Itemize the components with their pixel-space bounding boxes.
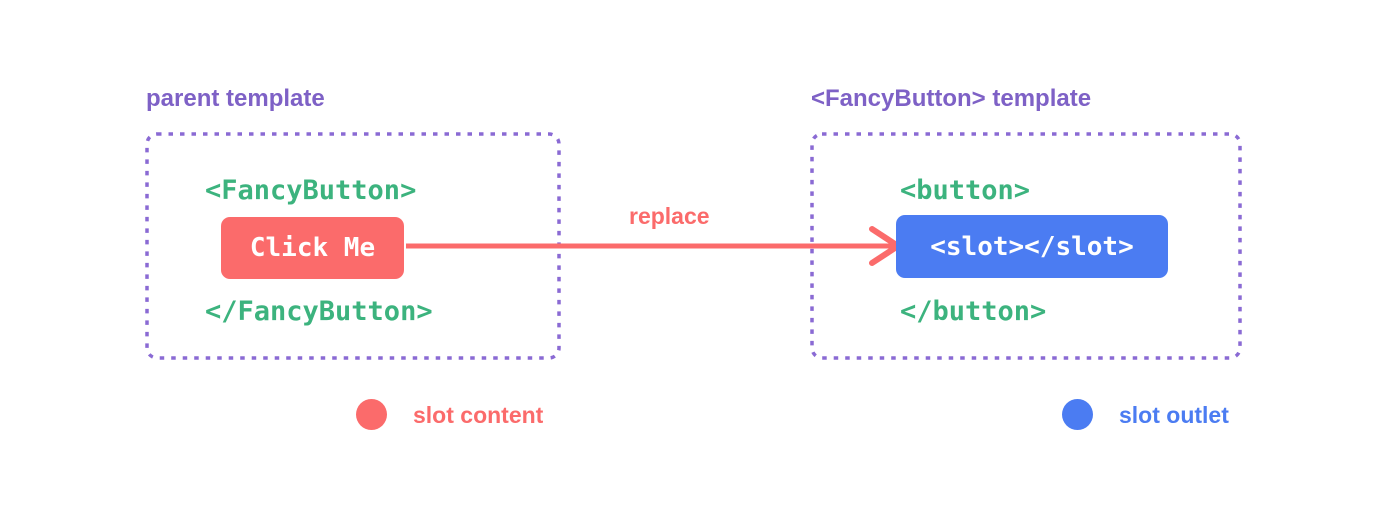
slot-outlet-label: slot outlet <box>1119 401 1229 428</box>
slot-content-swatch-icon <box>356 399 387 430</box>
fancybutton-template-title: <FancyButton> template <box>811 85 1092 112</box>
click-me-button-label: Click Me <box>249 233 376 263</box>
legend-item-slot-outlet: slot outlet <box>1062 399 1229 430</box>
legend-item-slot-content: slot content <box>356 399 543 430</box>
slot-content-label: slot content <box>413 401 544 428</box>
slot-outlet-button: <slot></slot> <box>896 215 1168 278</box>
button-code-close-tag: </button> <box>900 296 1047 327</box>
parent-template-title: parent template <box>146 85 325 112</box>
slot-outlet-swatch-icon <box>1062 399 1093 430</box>
slot-outlet-button-label: <slot></slot> <box>930 231 1134 262</box>
button-code-open-tag: <button> <box>900 175 1031 206</box>
replace-label: replace <box>629 203 710 229</box>
click-me-button: Click Me <box>221 217 404 279</box>
parent-code-open-tag: <FancyButton> <box>205 175 417 206</box>
parent-code-close-tag: </FancyButton> <box>205 296 433 327</box>
